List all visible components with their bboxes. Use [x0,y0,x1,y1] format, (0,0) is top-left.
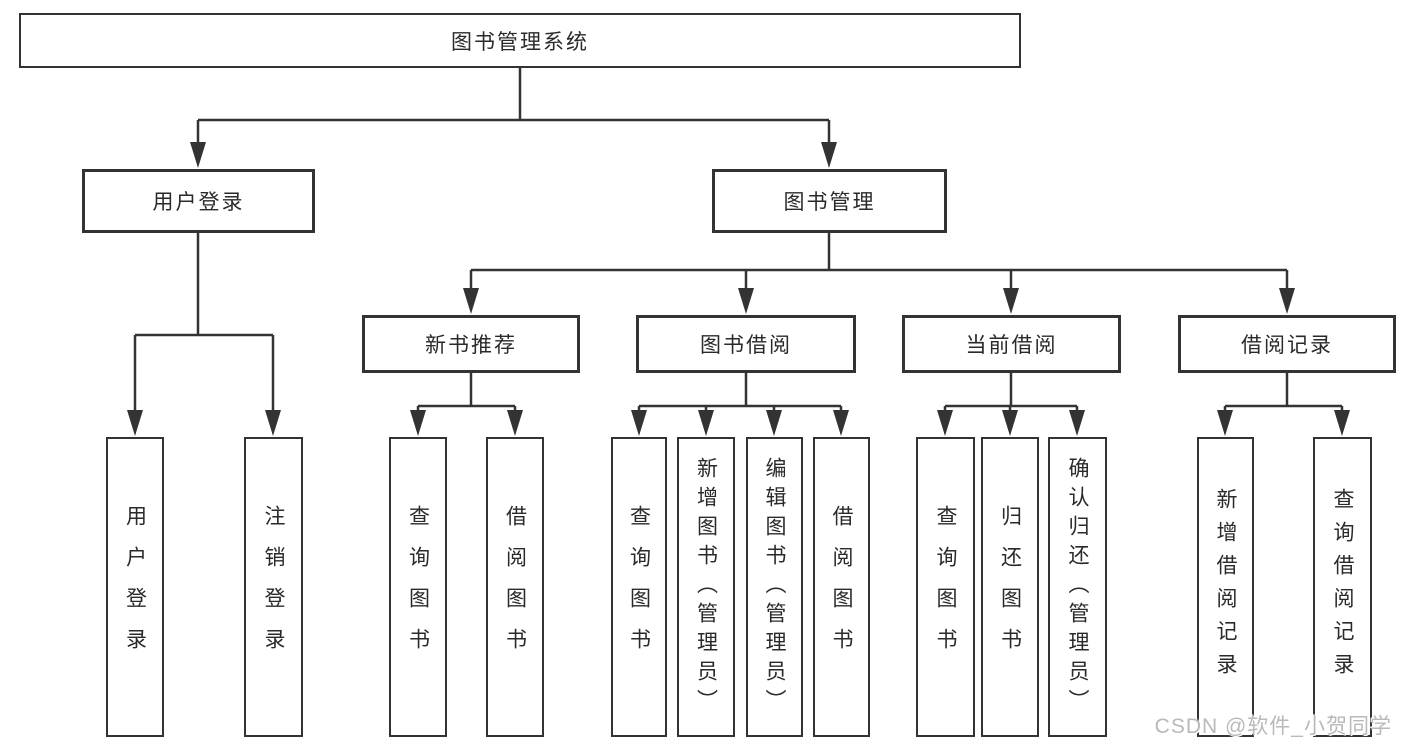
node-library-system: 图书管理系统 [19,13,1021,68]
leaf-label: 注销登录 [262,505,285,669]
leaf-query-borrow-record: 查询借阅记录 [1313,437,1372,737]
node-current-borrowing: 当前借阅 [902,315,1121,373]
leaf-user-login: 用户登录 [106,437,164,737]
leaf-label: 借阅图书 [830,505,853,669]
leaf-label: 确认归还（管理员） [1066,456,1089,718]
leaf-label: 编辑图书（管理员） [763,456,786,718]
leaf-label: 查询图书 [627,505,651,669]
watermark: CSDN @软件_小贺同学 [1154,715,1392,738]
leaf-label: 查询图书 [406,505,430,669]
leaf-return-books: 归还图书 [981,437,1039,737]
node-user-login: 用户登录 [82,169,315,233]
leaf-add-books-admin: 新增图书（管理员） [677,437,735,737]
leaf-logout: 注销登录 [244,437,303,737]
node-new-book-recommend: 新书推荐 [362,315,580,373]
leaf-label: 归还图书 [998,505,1022,669]
leaf-edit-books-admin: 编辑图书（管理员） [746,437,803,737]
leaf-label: 用户登录 [123,505,147,669]
leaf-add-borrow-record: 新增借阅记录 [1197,437,1254,737]
node-book-borrowing: 图书借阅 [636,315,856,373]
leaf-query-books-borrow: 查询图书 [611,437,667,737]
node-borrowing-records: 借阅记录 [1178,315,1396,373]
leaf-query-books-recommend: 查询图书 [389,437,447,737]
leaf-label: 借阅图书 [503,505,527,669]
leaf-confirm-return-admin: 确认归还（管理员） [1048,437,1107,737]
leaf-borrow-books-recommend: 借阅图书 [486,437,544,737]
node-book-management: 图书管理 [712,169,947,233]
leaf-query-books-current: 查询图书 [916,437,975,737]
leaf-label: 新增借阅记录 [1214,488,1237,686]
leaf-label: 新增图书（管理员） [694,456,718,718]
leaf-label: 查询图书 [934,505,957,669]
leaf-borrow-books: 借阅图书 [813,437,870,737]
leaf-label: 查询借阅记录 [1331,488,1354,686]
